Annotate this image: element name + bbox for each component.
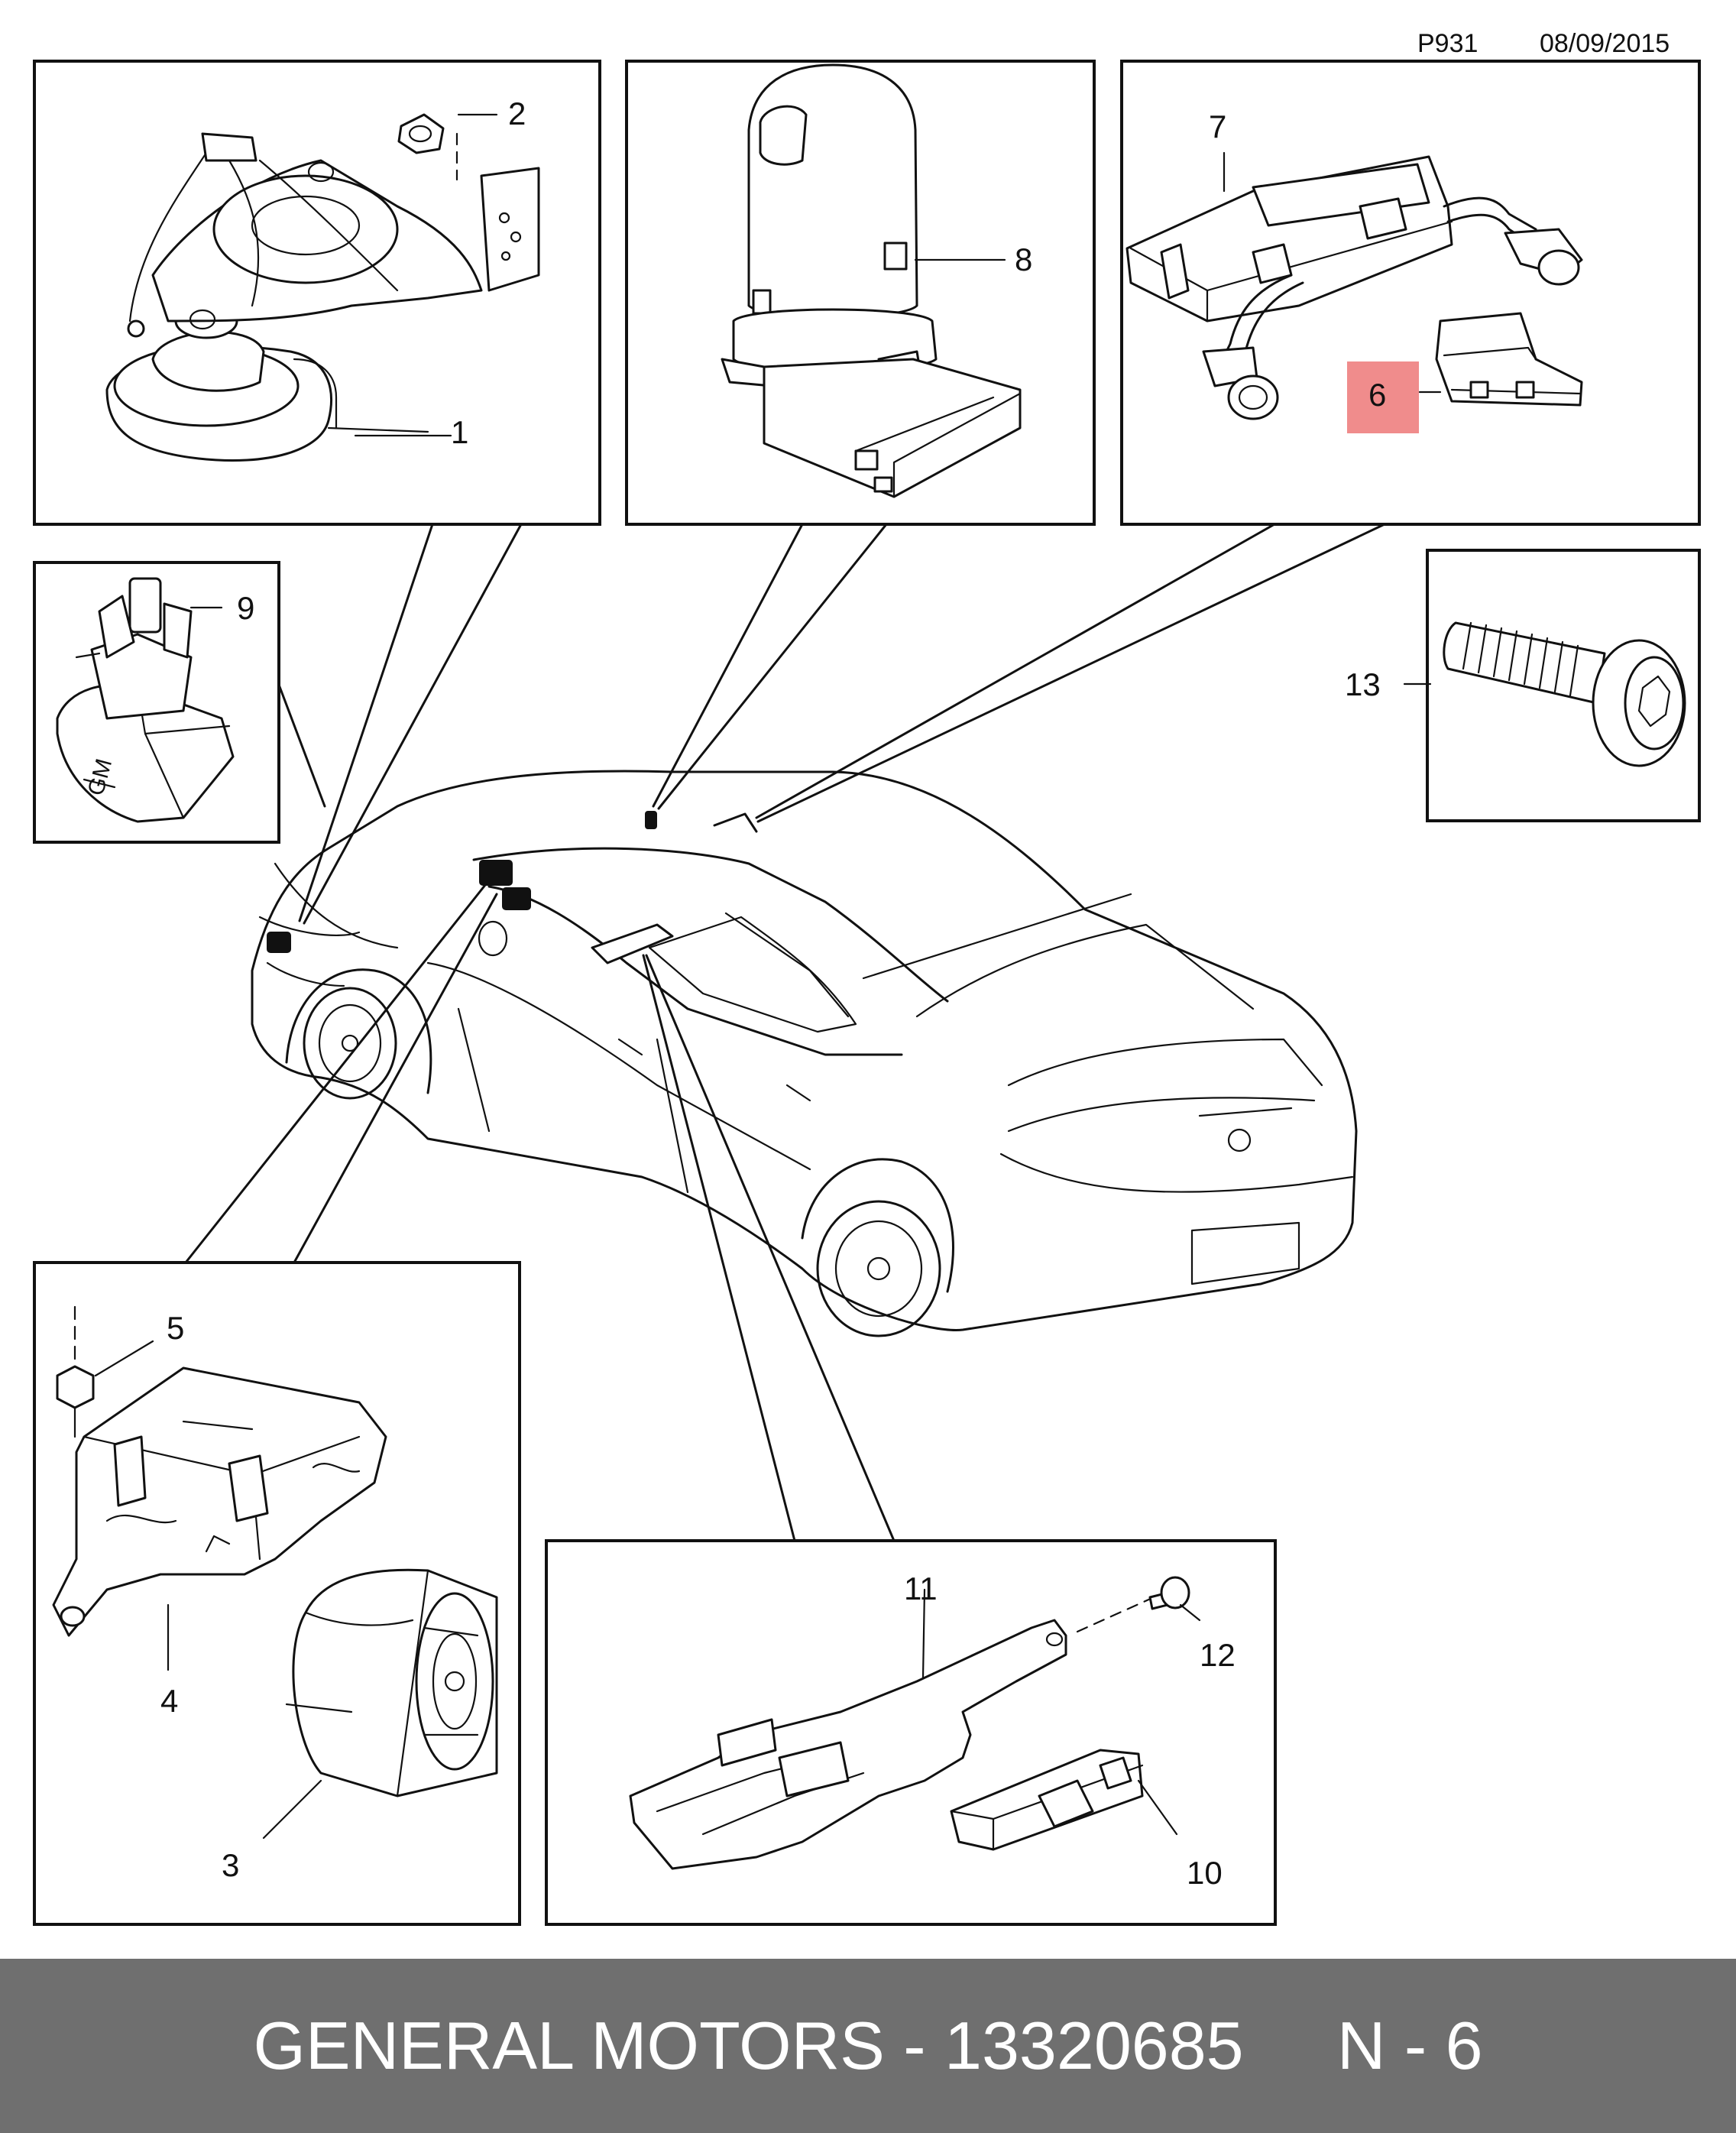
screw-part <box>1403 621 1686 767</box>
siren-assembly <box>52 1305 498 1840</box>
callout-8: 8 <box>1015 242 1032 277</box>
footer-brand: GENERAL MOTORS <box>253 2008 885 2083</box>
leader-lines <box>184 523 1386 1542</box>
rear-wheel <box>801 1158 954 1337</box>
horn-assembly <box>105 113 540 462</box>
footer-part-number: 13320685 <box>944 2008 1244 2083</box>
callout-13: 13 <box>1345 666 1381 702</box>
highlight-callout-6 <box>1347 361 1419 433</box>
footer-separator: - <box>884 2008 945 2083</box>
callout-1: 1 <box>451 414 468 450</box>
sensor-location-marker <box>502 887 531 910</box>
callout-2: 2 <box>508 96 526 131</box>
callout-6: 6 <box>1368 377 1386 413</box>
front-wheel <box>285 968 432 1100</box>
sensor-part: GM <box>56 577 235 823</box>
receiver-location-marker <box>591 923 674 964</box>
siren-location-marker <box>479 860 513 886</box>
parts-diagram: P931 08/09/2015 <box>33 29 1701 1926</box>
page-code: P931 <box>1417 29 1478 58</box>
vehicle-outline <box>251 770 1358 1337</box>
callout-10: 10 <box>1187 1855 1223 1891</box>
callout-4: 4 <box>160 1683 178 1719</box>
footer-bar: GENERAL MOTORS - 13320685 N - 6 <box>0 1959 1736 2133</box>
receiver-assembly <box>629 1576 1201 1870</box>
callout-7: 7 <box>1209 109 1226 144</box>
callout-12: 12 <box>1200 1637 1236 1673</box>
module-location-marker <box>713 812 758 833</box>
footer-gap <box>1244 2007 1337 2085</box>
callout-11: 11 <box>904 1571 938 1606</box>
diagram-date: 08/09/2015 <box>1540 29 1670 58</box>
callout-5: 5 <box>167 1310 184 1346</box>
footer-position: N - 6 <box>1336 2008 1483 2083</box>
callout-9: 9 <box>237 590 254 626</box>
bulb-socket <box>721 63 1022 498</box>
horn-location-marker <box>267 932 291 953</box>
callout-3: 3 <box>222 1847 239 1883</box>
control-module-assembly <box>1125 151 1583 420</box>
bulb-location-marker <box>645 811 657 829</box>
